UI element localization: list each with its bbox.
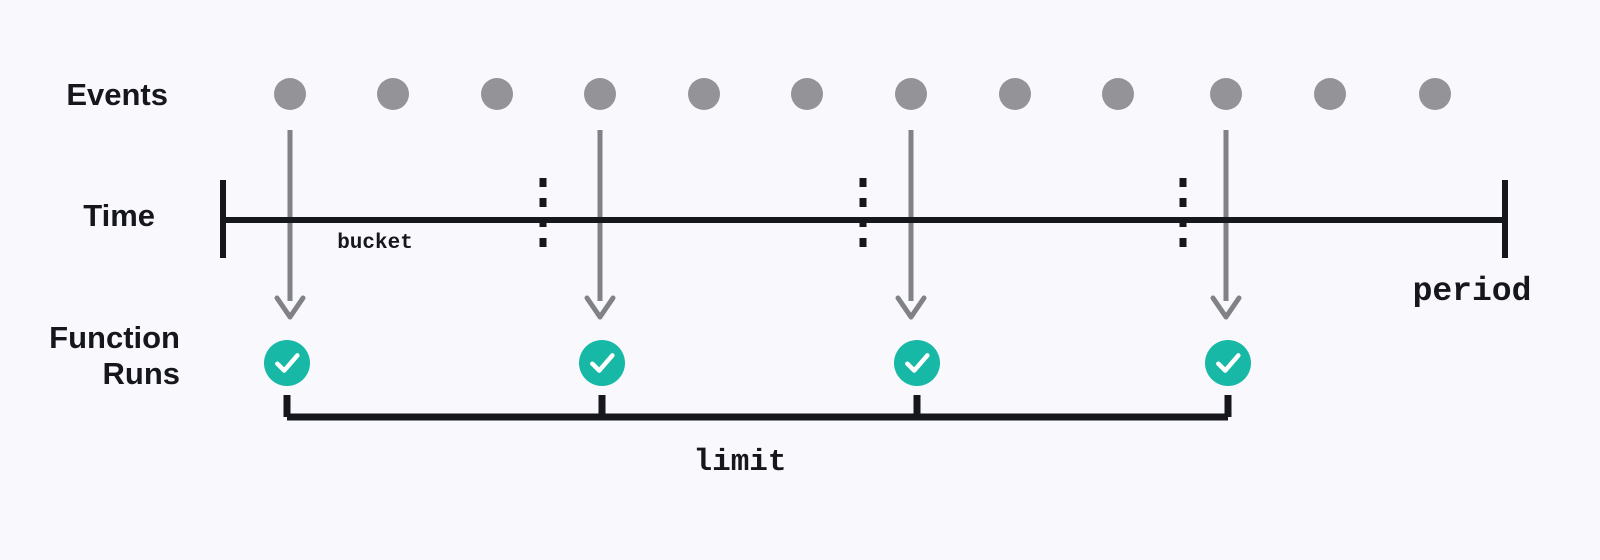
event-dot-group [274, 78, 1451, 110]
run-circle [264, 340, 310, 386]
event-dot [1210, 78, 1242, 110]
limit-bracket [283, 395, 1232, 421]
check-icon [275, 353, 300, 373]
event-dot [1102, 78, 1134, 110]
function-run-success [1205, 340, 1251, 386]
bucket-label: bucket [337, 232, 413, 255]
event-dot [481, 78, 513, 110]
function-run-success [894, 340, 940, 386]
arrow-head [895, 295, 927, 320]
run-circle [579, 340, 625, 386]
event-dot [377, 78, 409, 110]
arrow-head [1210, 295, 1242, 320]
event-dot [999, 78, 1031, 110]
check-icon [1216, 353, 1241, 373]
limit-label: limit [693, 445, 786, 480]
check-icon [590, 353, 615, 373]
event-dot [274, 78, 306, 110]
event-dot [791, 78, 823, 110]
event-dot [1314, 78, 1346, 110]
function-run-success [264, 340, 310, 386]
row-label-function-runs-line2: Runs [103, 356, 181, 391]
row-label-function-runs-line1: Function [49, 320, 180, 355]
run-circle [1205, 340, 1251, 386]
event-dot [1419, 78, 1451, 110]
period-label: period [1413, 273, 1532, 310]
arrow-head [274, 295, 306, 320]
row-label-time: Time [83, 198, 155, 233]
check-icon [905, 353, 930, 373]
event-dot [584, 78, 616, 110]
event-to-run-arrow-group [274, 130, 1242, 320]
run-circle [894, 340, 940, 386]
event-dot [688, 78, 720, 110]
function-run-success [579, 340, 625, 386]
event-dot [895, 78, 927, 110]
function-run-group [264, 340, 1251, 386]
row-label-events: Events [66, 77, 168, 112]
arrow-head [584, 295, 616, 320]
